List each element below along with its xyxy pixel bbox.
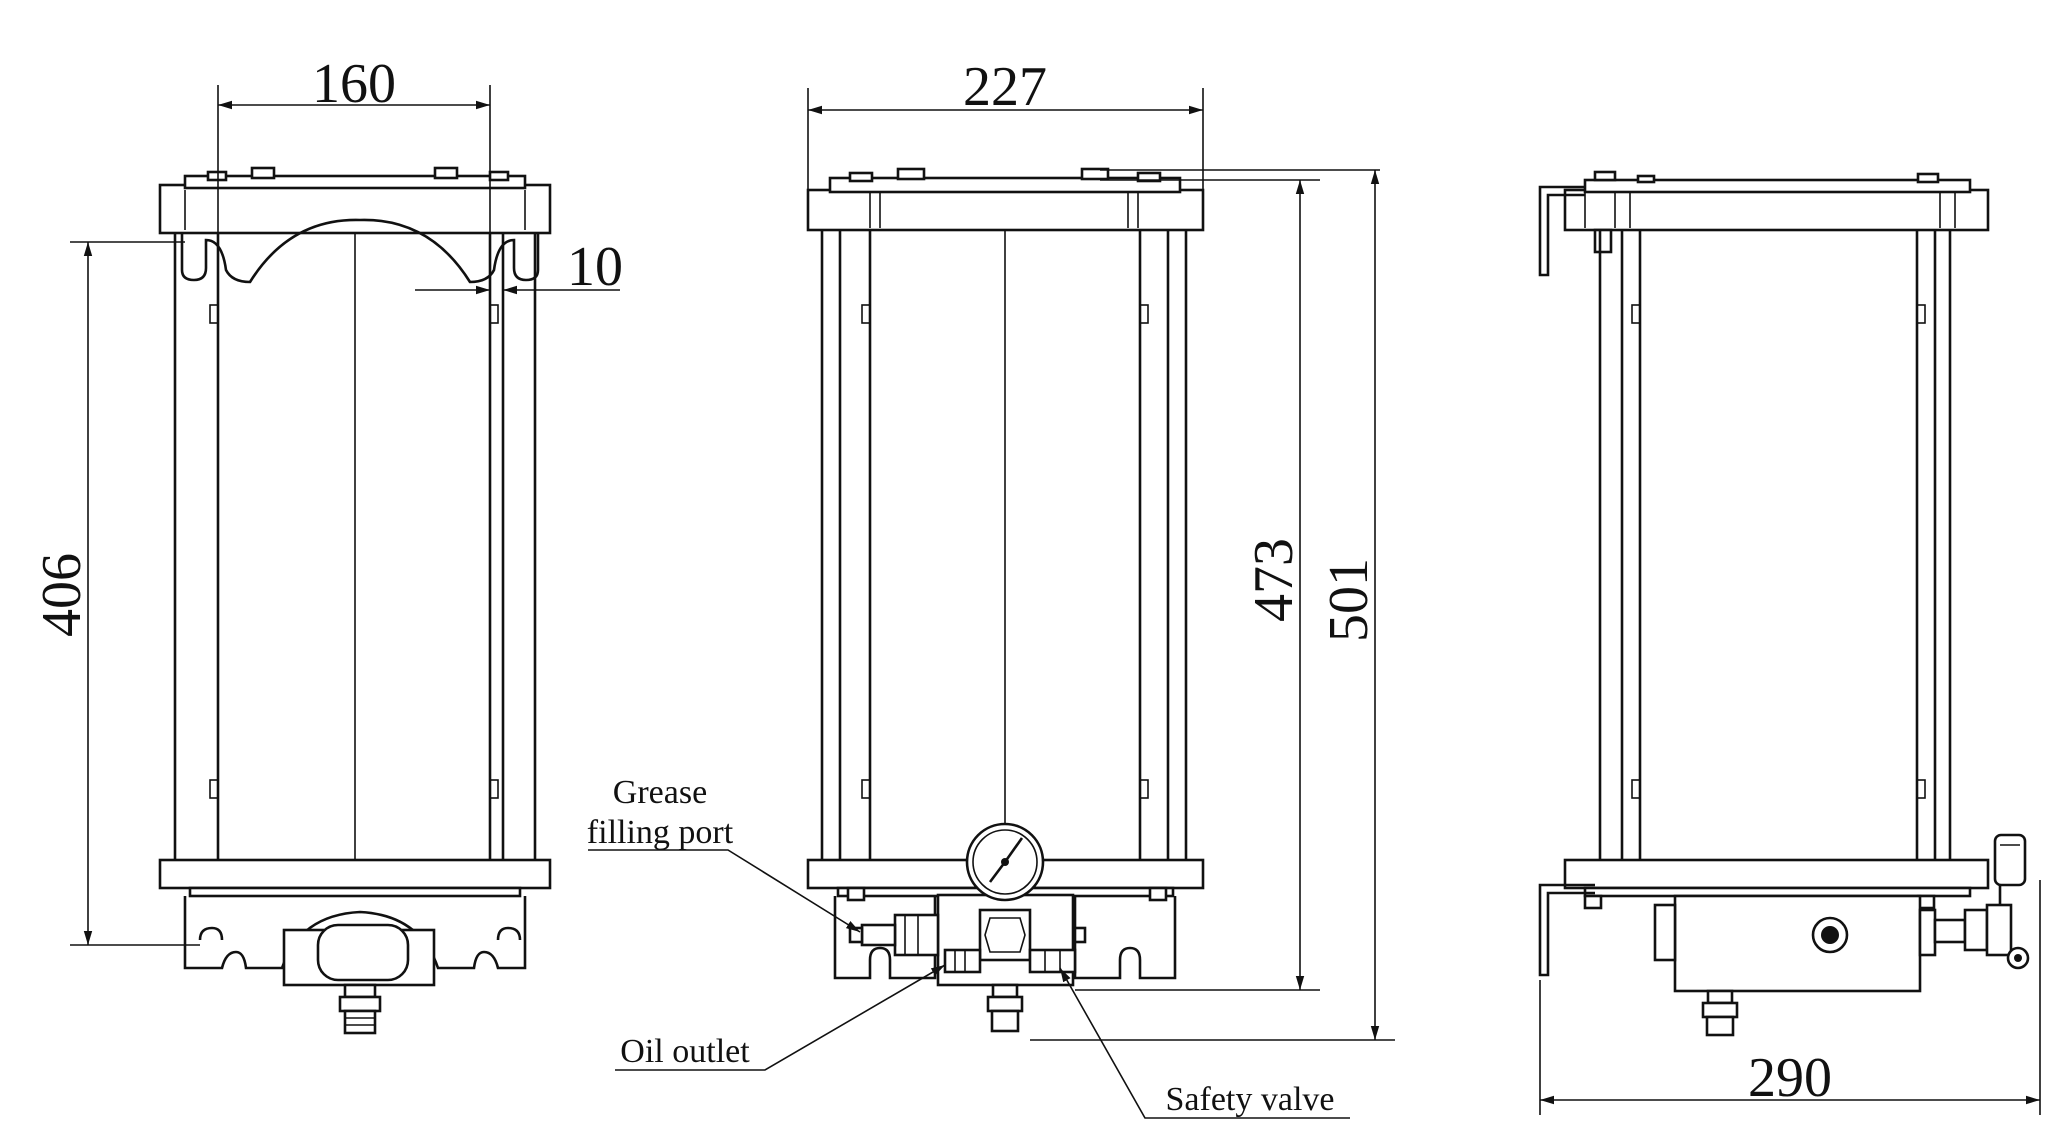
side-dimensions: 227 473 501 xyxy=(807,56,1395,1041)
right-dimensions: 290 xyxy=(1539,880,2041,1115)
side-view xyxy=(806,167,1380,1033)
front-dimensions: 160 406 10 xyxy=(31,53,623,946)
dim-right-width: 290 xyxy=(1748,1047,1832,1109)
front-view xyxy=(158,166,552,1035)
label-safety-valve: Safety valve xyxy=(1166,1081,1335,1118)
callouts: Grease filling port Oil outlet Safety va… xyxy=(587,774,1350,1119)
label-grease-filling-port-line2: filling port xyxy=(587,814,734,851)
dim-front-height: 406 xyxy=(31,553,93,637)
dim-side-width: 227 xyxy=(963,56,1047,118)
dim-side-height-inner: 473 xyxy=(1243,538,1305,622)
label-grease-filling-port-line1: Grease xyxy=(613,774,707,811)
label-oil-outlet: Oil outlet xyxy=(620,1033,750,1070)
dim-side-height-total: 501 xyxy=(1318,558,1380,642)
right-view xyxy=(1538,170,2030,1037)
dim-front-gap: 10 xyxy=(567,236,623,298)
dim-front-width: 160 xyxy=(312,53,396,115)
